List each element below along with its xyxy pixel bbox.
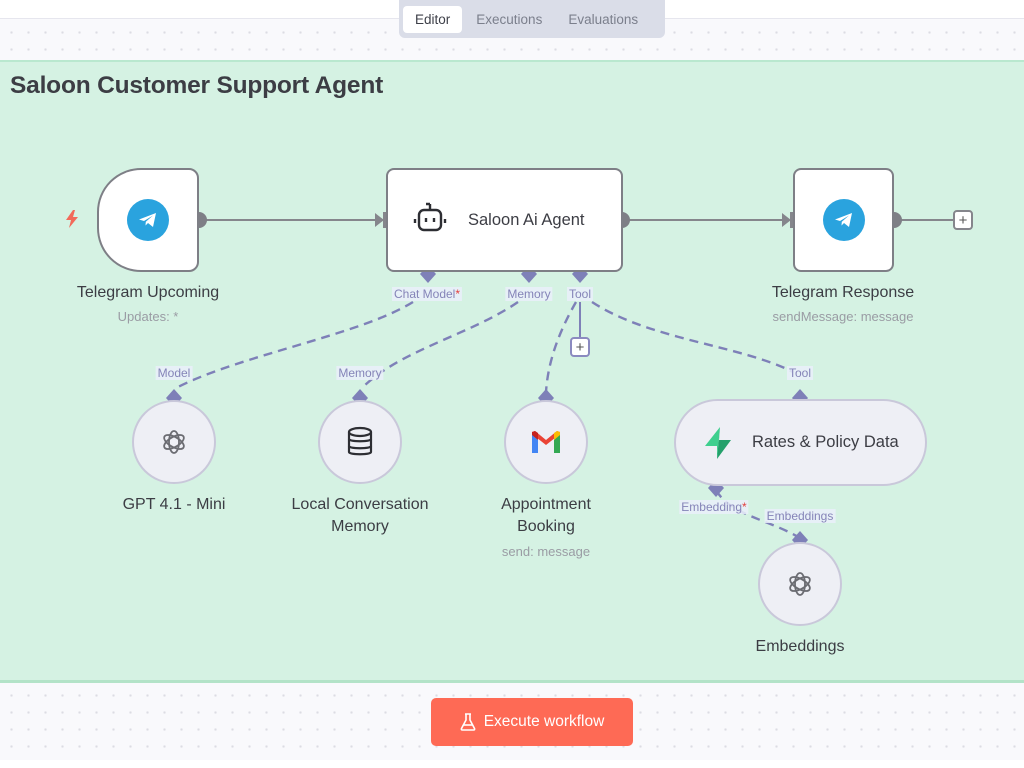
port-label-memory: Memory: [505, 287, 553, 301]
port-label-chat-model: Chat Model*: [391, 287, 463, 301]
flask-icon: [460, 713, 476, 731]
agent-label: Saloon Ai Agent: [468, 210, 585, 229]
booking-subtitle: send: message: [501, 544, 591, 559]
port-label-tool: Tool: [566, 287, 594, 301]
tab-editor[interactable]: Editor: [403, 5, 463, 33]
model-label: GPT 4.1 - Mini: [122, 496, 226, 513]
node-memory[interactable]: [318, 400, 402, 484]
database-icon: [345, 426, 375, 458]
robot-icon: [410, 200, 450, 240]
openai-icon: [157, 425, 191, 459]
add-tool-button[interactable]: +: [570, 337, 590, 357]
bottom-strip: [0, 760, 1024, 768]
trigger-label: Telegram Upcoming: [76, 284, 220, 301]
port-label-tool-in: Tool: [786, 366, 814, 380]
openai-icon: [783, 567, 817, 601]
sticky-note-title: Saloon Customer Support Agent: [10, 72, 384, 99]
view-tab-bar: Editor Executions Evaluations: [399, 0, 665, 38]
memory-label-line1: Local Conversation: [291, 496, 429, 513]
trigger-subtitle: Updates: *: [117, 309, 179, 324]
node-telegram-trigger[interactable]: [97, 168, 199, 272]
supabase-icon: [702, 426, 734, 460]
port-label-memory-in: Memory: [336, 366, 384, 380]
add-node-after-response-button[interactable]: +: [953, 210, 973, 230]
node-ai-agent[interactable]: Saloon Ai Agent: [386, 168, 623, 272]
port-label-embeddings-in: Embeddings: [764, 509, 836, 523]
rates-label: Rates & Policy Data: [752, 433, 899, 451]
execute-workflow-label: Execute workflow: [483, 713, 605, 730]
tab-evaluations[interactable]: Evaluations: [568, 11, 639, 27]
execute-workflow-button[interactable]: Execute workflow: [431, 698, 633, 746]
booking-label-line1: Appointment: [501, 496, 591, 513]
node-embeddings[interactable]: [758, 542, 842, 626]
node-rates-policy-data[interactable]: Rates & Policy Data: [674, 399, 927, 486]
edge-embedding-to-embeddings[interactable]: [714, 489, 801, 540]
tab-executions[interactable]: Executions: [476, 11, 543, 27]
memory-label-line2: Memory: [331, 518, 389, 535]
edge-memory-to-memory[interactable]: [361, 301, 519, 389]
port-label-model: Model: [155, 366, 193, 380]
node-gpt-model[interactable]: [132, 400, 216, 484]
booking-label-line2: Booking: [517, 518, 575, 535]
telegram-icon: [822, 199, 865, 241]
node-telegram-response[interactable]: [793, 168, 894, 272]
telegram-icon: [127, 199, 169, 241]
edge-tool-to-booking[interactable]: [544, 301, 578, 393]
edge-tool-to-rates[interactable]: [591, 300, 794, 374]
response-subtitle: sendMessage: message: [772, 309, 914, 324]
gmail-icon: [529, 429, 563, 455]
port-label-embedding: Embedding*: [679, 500, 749, 514]
node-appointment-booking[interactable]: [504, 400, 588, 484]
sticky-note[interactable]: [0, 60, 1024, 683]
response-label: Telegram Response: [771, 284, 915, 301]
embeddings-label: Embeddings: [755, 638, 845, 655]
lightning-bolt-icon: [64, 209, 80, 234]
edge-chatmodel-to-model[interactable]: [175, 300, 414, 390]
